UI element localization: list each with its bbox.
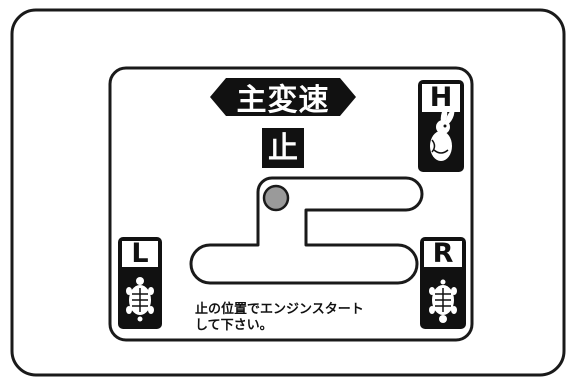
shift-knob-position bbox=[262, 184, 290, 212]
start-instruction-line-2: して下さい。 bbox=[195, 318, 273, 333]
low-gear-label: L bbox=[131, 238, 149, 269]
shift-gate-slot bbox=[189, 176, 424, 285]
title-banner bbox=[210, 78, 356, 116]
reverse-turtle-icon bbox=[429, 279, 457, 323]
stop-label: 止 bbox=[268, 131, 298, 166]
panel-title: 主変速 bbox=[236, 83, 330, 118]
start-instruction: 止の位置でエンジンスタート して下さい。 bbox=[195, 302, 364, 334]
low-gear-letter-area bbox=[122, 241, 158, 267]
reverse-gear-letter-area bbox=[424, 241, 462, 267]
high-gear-label: H bbox=[429, 82, 453, 113]
rabbit-icon bbox=[430, 108, 455, 161]
start-instruction-line-1: 止の位置でエンジンスタート bbox=[195, 302, 364, 317]
turtle-icon bbox=[126, 277, 154, 322]
stop-box bbox=[262, 128, 304, 168]
reverse-gear-label: R bbox=[432, 238, 454, 269]
high-gear-letter-area bbox=[422, 84, 460, 112]
